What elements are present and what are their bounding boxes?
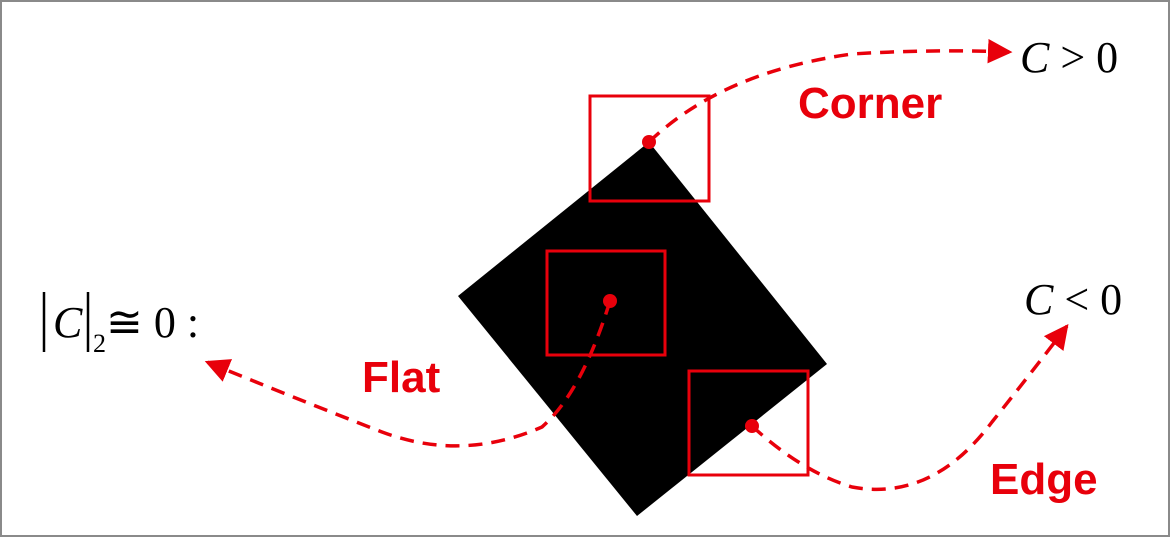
flat-arrow xyxy=(204,300,612,448)
flat-condition-var: C xyxy=(53,298,83,347)
flat-label: Flat xyxy=(362,353,441,402)
flat-condition-subscript: 2 xyxy=(93,329,106,358)
edge-label: Edge xyxy=(990,455,1098,504)
edge-arrow xyxy=(750,324,1069,492)
corner-condition-var: C xyxy=(1020,33,1050,82)
edge-condition-rel: < 0 xyxy=(1053,275,1122,324)
flat-window xyxy=(545,249,667,357)
corner-label: Corner xyxy=(798,79,942,128)
edge-condition: C < 0 xyxy=(1024,275,1122,324)
corner-window xyxy=(588,94,711,203)
edge-window xyxy=(687,369,810,477)
edge-condition-var: C xyxy=(1024,275,1054,324)
flat-condition-rel: ≅ 0 : xyxy=(106,298,199,347)
corner-condition-rel: > 0 xyxy=(1049,33,1118,82)
corner-condition: C > 0 xyxy=(1020,33,1118,82)
black-square-shape xyxy=(458,142,827,516)
corner-arrow xyxy=(647,38,1013,144)
